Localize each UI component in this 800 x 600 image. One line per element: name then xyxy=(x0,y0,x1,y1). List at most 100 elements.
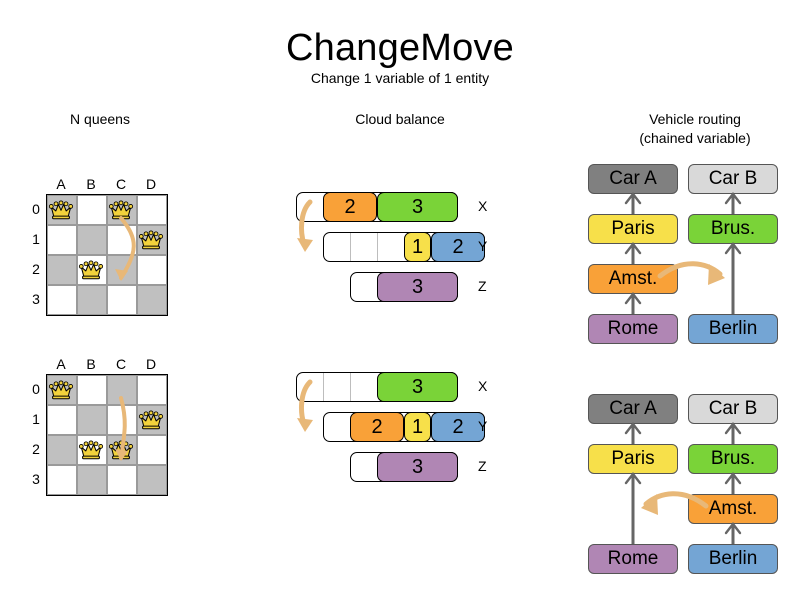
page-title: ChangeMove xyxy=(285,27,515,69)
queen-piece[interactable] xyxy=(108,438,134,460)
cloud-row-z: 3 xyxy=(350,452,458,482)
board-col-label-d: D xyxy=(145,356,157,372)
cloud-row-x: 3 xyxy=(296,372,458,402)
board-cell-c3[interactable] xyxy=(107,285,137,315)
board-col-label-a: A xyxy=(56,356,66,372)
queen-piece[interactable] xyxy=(48,198,74,220)
board-cell-b3[interactable] xyxy=(77,465,107,495)
vehicle-routing-before: Car A Car B Paris Brus. Amst. Rome Berlin xyxy=(578,158,788,358)
queen-piece[interactable] xyxy=(78,438,104,460)
board-cell-d2[interactable] xyxy=(137,255,167,285)
board-row-label-3: 3 xyxy=(32,291,40,307)
vehicle-title-line-2: (chained variable) xyxy=(639,130,751,146)
vr-node-car-b[interactable]: Car B xyxy=(688,394,778,424)
vr-node-berlin[interactable]: Berlin xyxy=(688,314,778,344)
page-subtitle: Change 1 variable of 1 entity xyxy=(310,70,490,86)
vr-node-rome[interactable]: Rome xyxy=(588,544,678,574)
queen-piece[interactable] xyxy=(48,378,74,400)
n-queens-board-after: A B C D 0 1 2 3 xyxy=(0,356,180,520)
cloud-process-block[interactable]: 1 xyxy=(404,412,431,442)
vr-node-rome[interactable]: Rome xyxy=(588,314,678,344)
board-cell-d2[interactable] xyxy=(137,435,167,465)
board-cell-a1[interactable] xyxy=(47,405,77,435)
board-cell-d3[interactable] xyxy=(137,285,167,315)
board-col-label-b: B xyxy=(86,356,96,372)
cloud-process-block[interactable]: 1 xyxy=(404,232,431,262)
board-cell-c3[interactable] xyxy=(107,465,137,495)
vr-node-car-a[interactable]: Car A xyxy=(588,164,678,194)
vr-node-paris[interactable]: Paris xyxy=(588,444,678,474)
board-row-label-2: 2 xyxy=(32,441,40,457)
cloud-row-label-y: Y xyxy=(478,238,488,254)
queen-piece[interactable] xyxy=(108,198,134,220)
cloud-process-block[interactable]: 3 xyxy=(377,372,458,402)
cloud-row-label-y: Y xyxy=(478,418,488,434)
board-col-label-c: C xyxy=(115,176,127,192)
board-row-label-3: 3 xyxy=(32,471,40,487)
cloud-unit-divider xyxy=(350,373,351,401)
board-cell-c0[interactable] xyxy=(107,375,137,405)
section-title-n-queens: N queens xyxy=(70,111,130,127)
board-cell-c2[interactable] xyxy=(107,255,137,285)
board-cell-b3[interactable] xyxy=(77,285,107,315)
cloud-process-block[interactable]: 2 xyxy=(323,192,377,222)
cloud-row-label-x: X xyxy=(478,198,488,214)
board-row-label-2: 2 xyxy=(32,261,40,277)
board-col-label-d: D xyxy=(145,176,157,192)
cloud-unit-divider xyxy=(323,373,324,401)
board-col-label-a: A xyxy=(56,176,66,192)
board-cell-a3[interactable] xyxy=(47,465,77,495)
cloud-process-block[interactable]: 2 xyxy=(350,412,404,442)
board-cell-a3[interactable] xyxy=(47,285,77,315)
board-cell-d0[interactable] xyxy=(137,375,167,405)
board-cell-d3[interactable] xyxy=(137,465,167,495)
cloud-process-block[interactable]: 2 xyxy=(431,412,485,442)
cloud-process-block[interactable]: 3 xyxy=(377,192,458,222)
board-cell-c1[interactable] xyxy=(107,405,137,435)
cloud-unit-divider xyxy=(350,233,351,261)
board-cell-b1[interactable] xyxy=(77,405,107,435)
queen-piece[interactable] xyxy=(138,408,164,430)
cloud-row-label-z: Z xyxy=(478,458,487,474)
board-cell-a1[interactable] xyxy=(47,225,77,255)
cloud-process-block[interactable]: 2 xyxy=(431,232,485,262)
cloud-process-block[interactable]: 3 xyxy=(377,272,458,302)
board-cell-b1[interactable] xyxy=(77,225,107,255)
board-row-label-1: 1 xyxy=(32,231,40,247)
vr-node-berlin[interactable]: Berlin xyxy=(688,544,778,574)
queen-piece[interactable] xyxy=(138,228,164,250)
vehicle-routing-after: Car A Car B Paris Brus. Amst. Rome Berlin xyxy=(578,388,788,588)
board-col-label-c: C xyxy=(115,356,127,372)
cloud-process-block[interactable]: 3 xyxy=(377,452,458,482)
board-cell-d0[interactable] xyxy=(137,195,167,225)
vr-node-car-a[interactable]: Car A xyxy=(588,394,678,424)
board-col-label-b: B xyxy=(86,176,96,192)
cloud-change-move-arrow xyxy=(297,199,313,252)
vehicle-title-line-1: Vehicle routing xyxy=(649,111,741,127)
queen-piece[interactable] xyxy=(78,258,104,280)
vr-node-car-b[interactable]: Car B xyxy=(688,164,778,194)
vr-node-amsterdam[interactable]: Amst. xyxy=(588,264,678,294)
cloud-row-label-x: X xyxy=(478,378,488,394)
board-row-label-0: 0 xyxy=(32,381,40,397)
section-title-vehicle-routing: Vehicle routing (chained variable) xyxy=(595,110,795,148)
board-row-label-1: 1 xyxy=(32,411,40,427)
board-cell-b0[interactable] xyxy=(77,375,107,405)
board-cell-a2[interactable] xyxy=(47,435,77,465)
vr-node-brussels[interactable]: Brus. xyxy=(688,444,778,474)
board-cell-c1[interactable] xyxy=(107,225,137,255)
vr-node-amsterdam[interactable]: Amst. xyxy=(688,494,778,524)
cloud-row-label-z: Z xyxy=(478,278,487,294)
cloud-unit-divider xyxy=(377,233,378,261)
cloud-row-z: 3 xyxy=(350,272,458,302)
board-cell-b0[interactable] xyxy=(77,195,107,225)
vr-node-brussels[interactable]: Brus. xyxy=(688,214,778,244)
section-title-cloud-balance: Cloud balance xyxy=(355,111,445,127)
vr-node-paris[interactable]: Paris xyxy=(588,214,678,244)
board-cell-a2[interactable] xyxy=(47,255,77,285)
